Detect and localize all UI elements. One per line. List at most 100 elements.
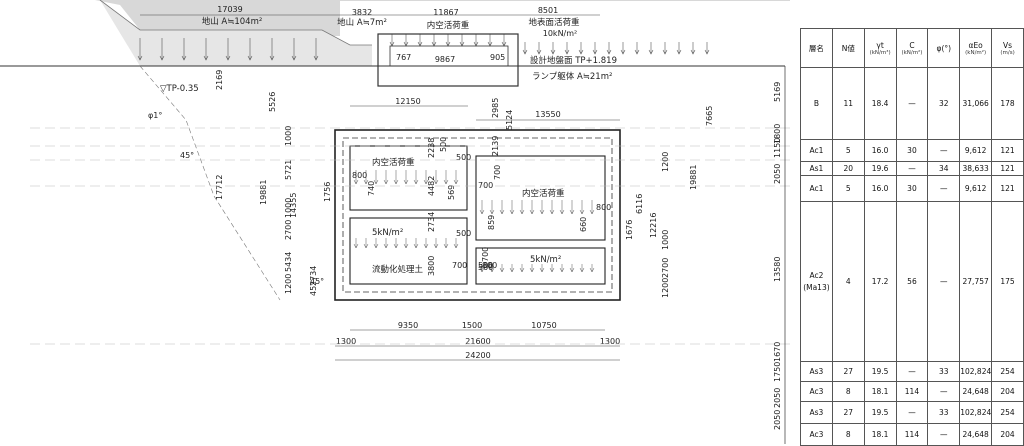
soil-cell: 254 [991,361,1024,382]
soil-cell: — [895,67,929,140]
cell-dim-12: 700 [452,261,467,270]
cell-dim-7: 2734 [427,212,436,232]
embankment-fill [95,0,790,36]
soil-cell: — [895,161,929,176]
soil-cell: 175 [991,201,1024,362]
angle-3: 45° [310,277,324,286]
soil-header-text: 層名 [808,43,824,53]
cell-dim-0: 2238 [427,138,436,158]
soil-cell: 56 [895,201,929,362]
soil-cell: 38,633 [959,161,993,176]
cell-dim-18: 800 [596,203,611,212]
soil-header-3: C(kN/m²) [895,28,929,68]
left-dim-6: 1756 [323,182,332,202]
soil-cell: 31,066 [959,67,993,140]
soil-cell: 33 [927,401,961,424]
cell-dim-24: 2700 [661,258,670,278]
embankment-shape [100,0,372,66]
angle-1: φ1° [148,111,162,120]
soil-cell: 30 [895,175,929,202]
cell-dim-2: 500 [456,153,471,162]
soil-cell: 27 [831,361,865,382]
soil-cell: — [927,201,961,362]
soil-cell: 5 [831,139,865,162]
soil-cell: 121 [991,161,1024,176]
cell-dim-16: 859 [487,215,496,230]
soil-header-unit: (kN/m³) [869,49,891,56]
cell-dim-3: 740 [367,181,376,196]
load-5kn-label-2: 5kN/m² [530,255,561,265]
soil-cell: 5 [831,175,865,202]
cell-dim-10: 3800 [427,256,436,276]
soil-cell: 204 [991,423,1024,446]
left-dim-9: 1000 [284,198,293,218]
left-dim-7: 1000 [284,126,293,146]
soil-cell: Ac3 [800,381,833,402]
dim-1300b: 1300 [600,337,620,346]
soil-cell: — [927,381,961,402]
soil-cell: 32 [927,67,961,140]
cell-dim-14: 700 [493,165,502,180]
soil-header-unit: (kN/m²) [901,49,923,56]
cell-dim-13: 700 [478,181,493,190]
load-arrows-left [137,38,319,61]
ramp-frame-outer [377,33,519,87]
dim-10750: 10750 [531,321,556,330]
dim-9350: 9350 [398,321,418,330]
cell-dim-11: 500 [478,261,493,270]
soil-cell: 20 [831,161,865,176]
soil-cell: Ac1 [800,175,833,202]
depth-dim-8: 2050 [773,410,782,430]
cell-dim-23: 1000 [661,230,670,250]
soil-cell: 121 [991,139,1024,162]
cell-dim-6: 569 [447,185,456,200]
soil-header-0: 層名 [800,28,833,68]
soil-cell: As3 [800,361,833,382]
dim-21600: 21600 [465,337,490,346]
soil-cell: 19.5 [863,401,897,424]
soil-cell: 24,648 [959,381,993,402]
layer-lines [30,127,790,345]
left-dim-11: 2734 [309,266,318,286]
soil-cell: 16.0 [863,139,897,162]
soil-header-4: φ(°) [927,28,961,68]
left-dim-2: 17712 [215,175,224,200]
soil-cell: 33 [927,361,961,382]
fluid-soil-label: 流動化処理土 [372,264,424,275]
soil-cell: 8 [831,423,865,446]
cell-dim-28: 7665 [705,106,714,126]
left-dim-5: 5434 [284,252,293,272]
design-level-label: 設計地盤面 TP+1.819 [530,55,617,66]
depth-dim-1: 1800 [773,124,782,144]
load-5kn-label-1: 5kN/m² [372,228,403,238]
soil-cell: Ac3 [800,423,833,446]
left-dim-8: 5721 [284,160,293,180]
soil-cell: 11 [831,67,865,140]
load-arrows-right [389,34,710,55]
soil-cell: As1 [800,161,833,176]
left-load-label: 地山 A≒104m² [202,16,263,27]
left-dim-3: 19881 [259,180,268,205]
angle-2: 45° [180,151,194,160]
soil-header-2: γt(kN/m³) [863,28,897,68]
dim-3832: 3832 [352,8,372,17]
cell-dim-4: 800 [352,171,367,180]
embankment-edge [99,0,372,46]
soil-cell: 27 [831,401,865,424]
soil-cell: 121 [991,175,1024,202]
cell-left-bottom [349,217,468,285]
cell-dim-15: 700 [481,247,490,262]
cell-dim-9: 800 [482,261,497,270]
soil-cell: — [927,139,961,162]
soil-header-unit: (m/s) [1000,49,1015,56]
soil-cell: 254 [991,401,1024,424]
